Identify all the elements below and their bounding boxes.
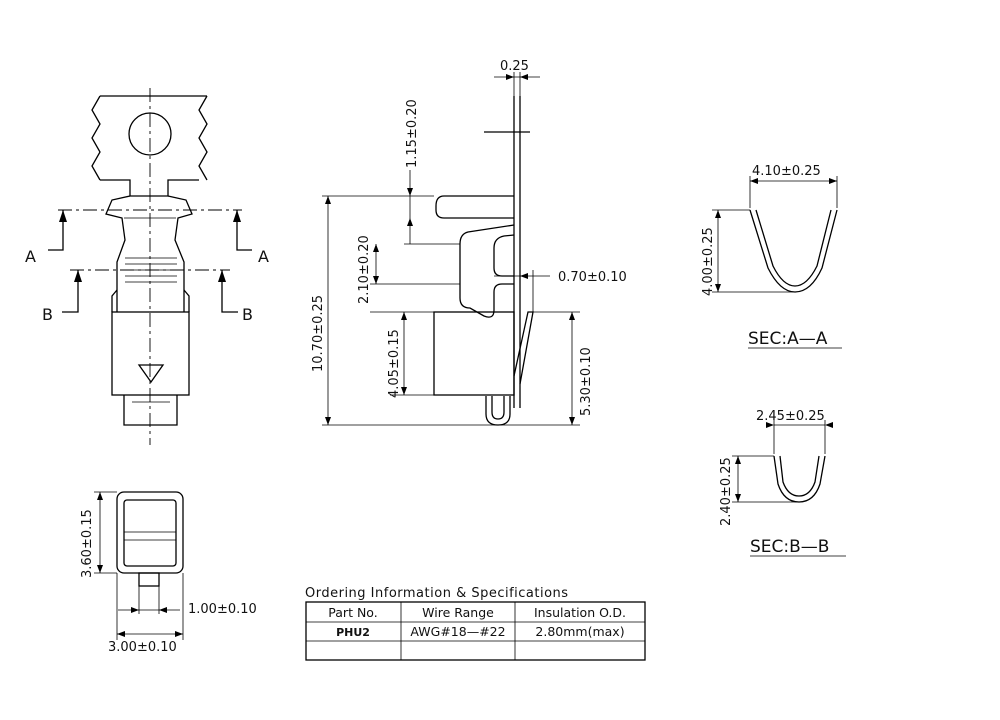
sec-bb-height-dimension: 2.40±0.25	[719, 457, 734, 526]
sec-aa-width-dimension: 4.10±0.25	[752, 164, 821, 179]
section-bb: 2.45±0.25 2.40±0.25 SEC:B—B	[719, 409, 846, 557]
header-insulation: Insulation O.D.	[534, 605, 626, 620]
end-width-dimension: 3.00±0.10	[108, 640, 177, 655]
cell-wire-range: AWG#18—#22	[410, 624, 505, 639]
lance-offset-dimension: 0.70±0.10	[558, 270, 627, 285]
barrel-length-dimension: 4.05±0.15	[387, 329, 402, 398]
front-view: A A B B	[25, 88, 269, 445]
tab-length-dimension: 1.15±0.20	[405, 99, 420, 168]
side-view: 0.25 10.70±0.25 1.15±0.20 2.10±0.20 4.05…	[311, 59, 627, 426]
cell-part-no: PHU2	[336, 626, 370, 639]
header-part-no: Part No.	[328, 605, 377, 620]
section-aa: 4.10±0.25 4.00±0.25 SEC:A—A	[701, 164, 842, 349]
end-pin-width-dimension: 1.00±0.10	[188, 602, 257, 617]
sec-bb-width-dimension: 2.45±0.25	[756, 409, 825, 424]
overall-length-dimension: 10.70±0.25	[311, 295, 326, 372]
section-a-left-label: A	[25, 247, 36, 266]
thickness-dimension: 0.25	[500, 59, 529, 74]
sec-aa-label: SEC:A—A	[748, 329, 828, 349]
table-title: Ordering Information & Specifications	[305, 586, 569, 601]
sec-bb-label: SEC:B—B	[750, 537, 829, 557]
section-b-left-label: B	[42, 305, 53, 324]
ordering-table: Ordering Information & Specifications Pa…	[305, 586, 646, 661]
section-a-right-label: A	[258, 247, 269, 266]
contact-length-dimension: 5.30±0.10	[579, 347, 594, 416]
crimp-length-dimension: 2.10±0.20	[357, 235, 372, 304]
sec-aa-height-dimension: 4.00±0.25	[701, 227, 716, 296]
end-view: 3.60±0.15 1.00±0.10 3.00±0.10	[80, 491, 257, 655]
header-wire-range: Wire Range	[422, 605, 494, 620]
section-b-right-label: B	[242, 305, 253, 324]
cell-insulation: 2.80mm(max)	[535, 624, 624, 639]
end-height-dimension: 3.60±0.15	[80, 509, 95, 578]
